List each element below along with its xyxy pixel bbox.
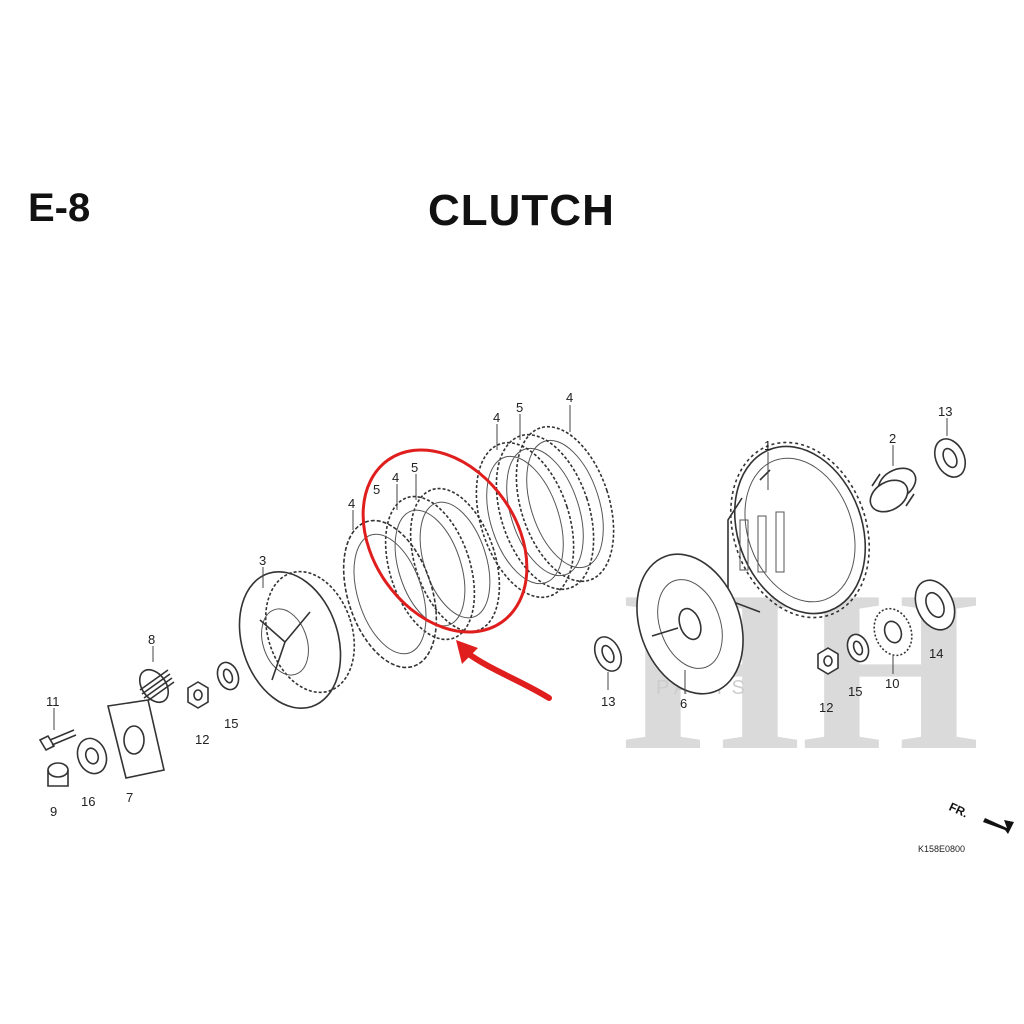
direction-label: FR. (947, 800, 970, 821)
clutch-spring (138, 668, 175, 704)
primary-drive-gear (873, 607, 913, 657)
callout-13-upper: 13 (938, 404, 952, 419)
collar (869, 467, 917, 513)
callout-8: 8 (148, 632, 155, 647)
washer-15-right (846, 633, 870, 663)
callout-12-right: 12 (819, 700, 833, 715)
clutch-outer-housing (727, 441, 871, 619)
callout-6: 6 (680, 696, 687, 711)
highlight-circle (361, 448, 529, 634)
washer-15-left (216, 661, 240, 691)
callout-7: 7 (126, 790, 133, 805)
callout-4-lower: 4 (348, 496, 355, 511)
callout-5-inner: 5 (373, 482, 380, 497)
callout-5-upper: 5 (516, 400, 523, 415)
highlight-arrow (463, 649, 552, 701)
callout-10: 10 (885, 676, 899, 691)
callout-11: 11 (46, 694, 60, 709)
pressure-plate (238, 570, 356, 710)
callout-5-mid: 5 (411, 460, 418, 475)
callout-15-left: 15 (224, 716, 238, 731)
callout-4-upper: 4 (566, 390, 573, 405)
leader-lines (53, 405, 948, 730)
callout-13-lower: 13 (601, 694, 615, 709)
clutch-plate-stack-highlighted (384, 487, 501, 641)
clutch-center-hub (636, 553, 744, 695)
callout-16: 16 (81, 794, 95, 809)
diagram-title: CLUTCH (428, 186, 615, 235)
lock-nut-right (817, 647, 839, 675)
direction-arrow-icon (983, 818, 1014, 834)
drawing-code: K158E0800 (918, 844, 965, 854)
callout-12-left: 12 (195, 732, 209, 747)
clutch-plate-stack-upper (475, 425, 615, 599)
callout-3: 3 (259, 553, 266, 568)
thrust-washer-lower (593, 636, 623, 672)
callout-1: 1 (764, 438, 771, 453)
release-bearing (76, 737, 108, 775)
section-code: E-8 (28, 186, 91, 230)
friction-disc-lower (342, 519, 438, 669)
flange-bolt (38, 729, 77, 752)
lifter-plate (107, 699, 165, 779)
thrust-washer-upper (933, 438, 967, 478)
callout-9: 9 (50, 804, 57, 819)
callout-14: 14 (929, 646, 943, 661)
highlight-annotation (361, 448, 552, 701)
lifter-rod (47, 762, 69, 787)
highlight-arrow-head (456, 640, 478, 664)
callout-labels: 1 2 13 3 4 5 4 5 4 5 4 8 11 12 15 9 16 7… (46, 390, 952, 819)
callout-15-right: 15 (848, 684, 862, 699)
lock-nut-left (187, 681, 209, 709)
callout-2: 2 (889, 431, 896, 446)
callout-4-mid: 4 (493, 410, 500, 425)
callout-4-inner: 4 (392, 470, 399, 485)
washer-14 (914, 579, 956, 631)
front-direction-indicator: FR. (947, 800, 1014, 834)
